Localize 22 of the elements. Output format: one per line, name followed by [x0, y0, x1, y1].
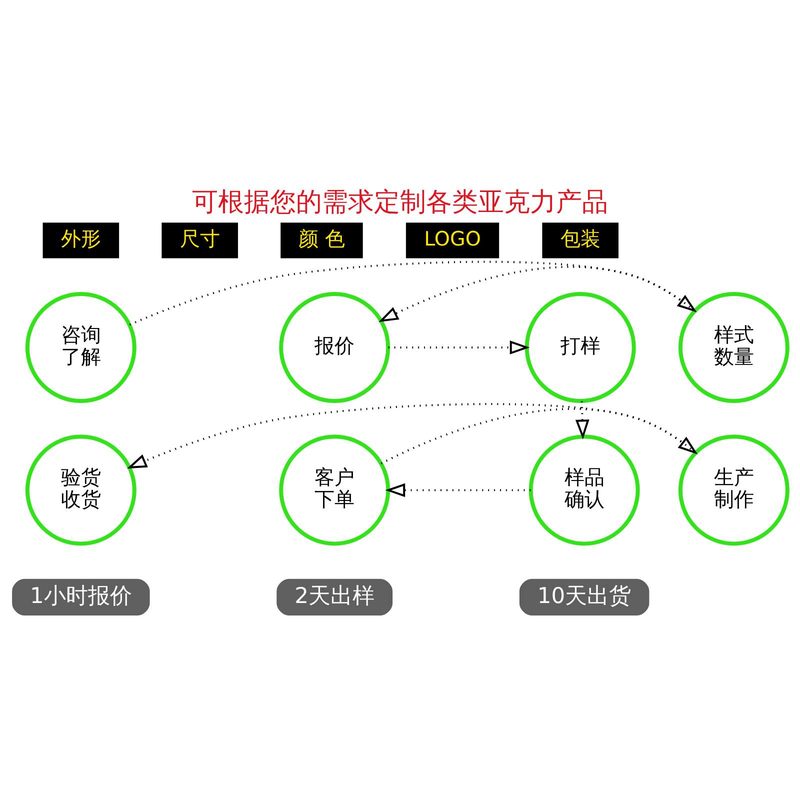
diagram-title: 可根据您的需求定制各类亚克力产品 [192, 187, 608, 218]
node-circle: 样式数量 [678, 292, 790, 402]
label: 10天出货 [537, 583, 632, 608]
node-circle: 客户下单 [279, 434, 390, 546]
arrow [575, 400, 590, 440]
label: 颜 色 [298, 226, 345, 250]
arrow [388, 340, 530, 354]
arrow [129, 260, 697, 326]
label: 2天出样 [294, 583, 375, 608]
node-circle: 验货收货 [25, 434, 136, 546]
node-circle: 样品确认 [528, 434, 640, 546]
label: 外形 [60, 226, 101, 250]
label: 1小时报价 [30, 583, 132, 608]
label: 尺寸 [180, 226, 220, 250]
arrow [380, 407, 698, 464]
label: LOGO [424, 226, 481, 250]
node-circle: 咨询了解 [25, 292, 136, 402]
arrow [378, 265, 696, 322]
node-circle: 打样 [524, 292, 636, 402]
node-circle: 报价 [279, 292, 390, 402]
arrow [385, 482, 531, 497]
label: 包装 [560, 226, 600, 250]
